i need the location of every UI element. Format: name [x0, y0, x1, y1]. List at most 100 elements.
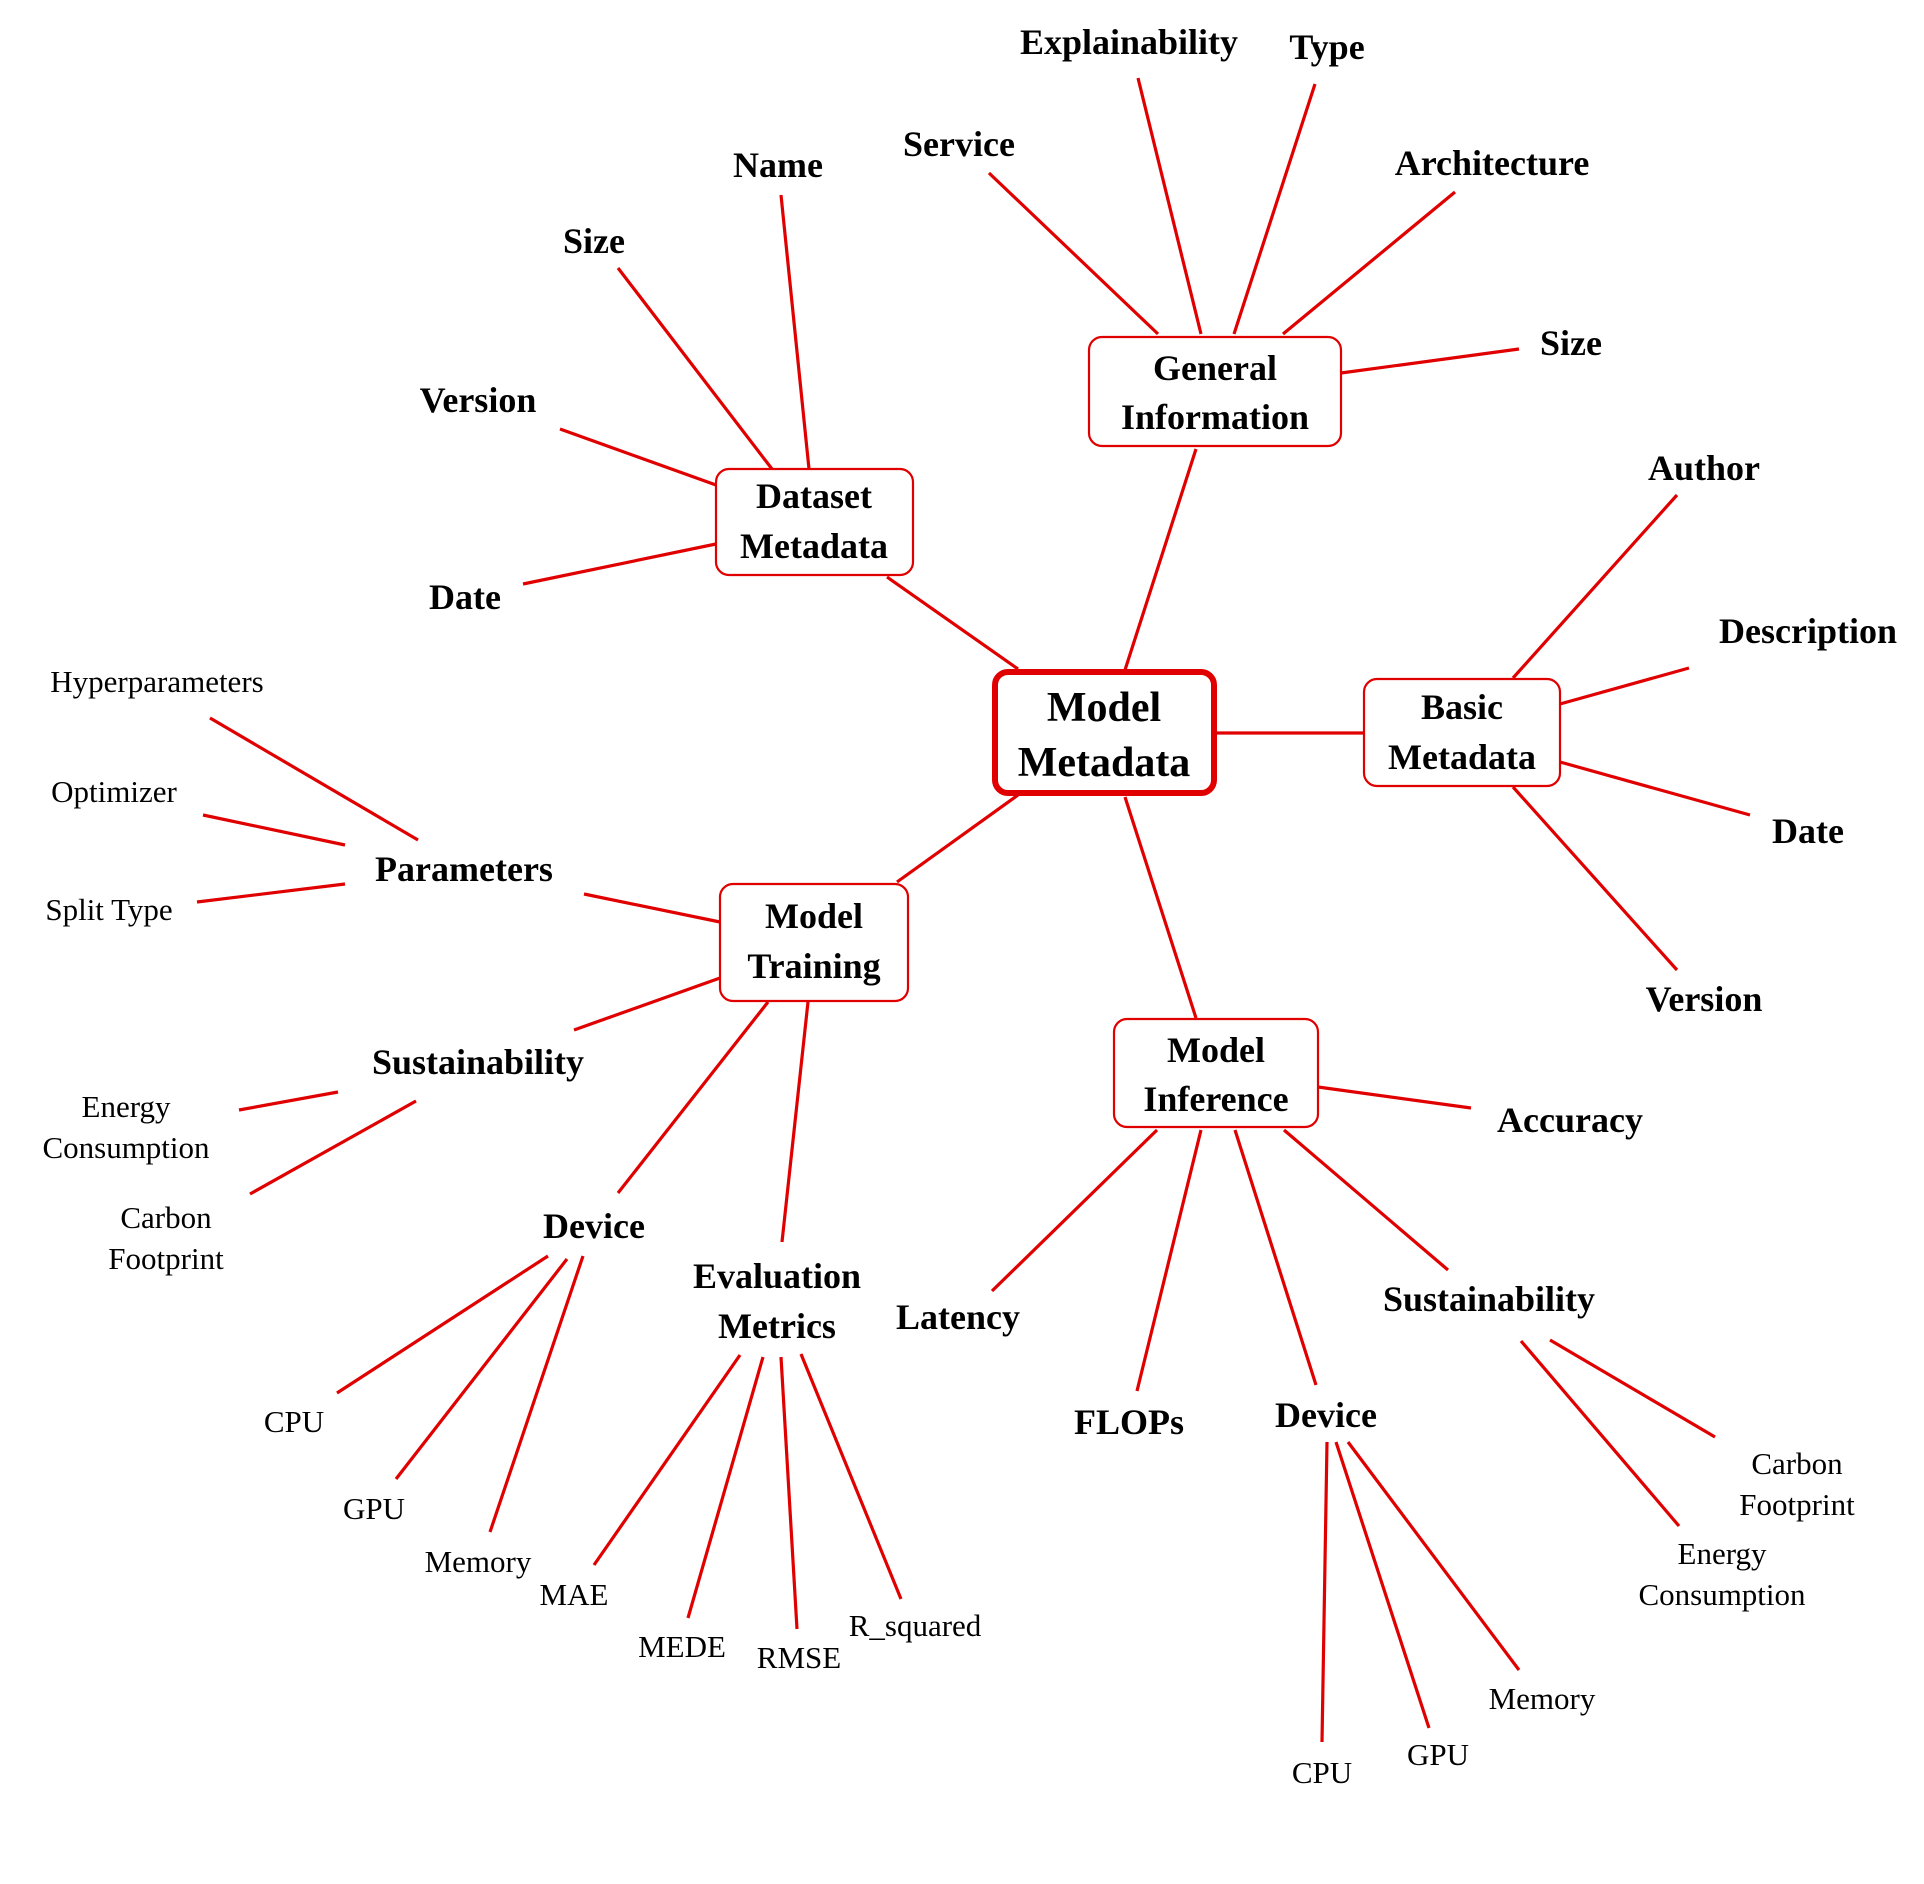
inference-leaf-accuracy: Accuracy — [1497, 1100, 1643, 1140]
edge-root-inference — [1123, 796, 1198, 1019]
basic-metadata-box — [1362, 677, 1562, 788]
general-leaf-service: Service — [903, 124, 1015, 164]
general-information-label-line2: Information — [1121, 397, 1309, 437]
basic-metadata-node: Basic Metadata — [1362, 677, 1562, 788]
edge-general-architecture — [1281, 190, 1457, 336]
edge-inference-device-cpu — [1320, 1441, 1329, 1743]
training-sust-energy-line2: Consumption — [42, 1130, 210, 1165]
model-inference-label-line1: Model — [1167, 1030, 1265, 1070]
parameters-leaf-hyperparameters: Hyperparameters — [50, 664, 263, 699]
edge-training-evaluation — [780, 1001, 810, 1243]
training-device-leaf-gpu: GPU — [343, 1491, 405, 1526]
training-sust-energy-line1: Energy — [82, 1089, 171, 1124]
edge-root-dataset — [886, 575, 1019, 671]
general-leaf-type: Type — [1289, 27, 1364, 67]
edge-parameters-hyperparameters — [209, 716, 419, 842]
eval-leaf-rmse: RMSE — [757, 1640, 841, 1675]
edge-parameters-optimizer — [202, 813, 346, 847]
model-training-box — [718, 882, 910, 1003]
edge-basic-description — [1559, 666, 1690, 706]
root-box — [992, 669, 1217, 796]
edge-training-sust-carbon — [249, 1099, 417, 1196]
edge-general-type — [1232, 83, 1317, 335]
edge-general-size — [1340, 347, 1520, 375]
edge-inference-latency — [990, 1128, 1159, 1293]
basic-metadata-label-line2: Metadata — [1388, 737, 1536, 777]
edge-eval-mae — [592, 1354, 742, 1566]
training-device-label: Device — [543, 1206, 645, 1246]
model-inference-label-line2: Inference — [1143, 1079, 1288, 1119]
edge-training-device-memory — [488, 1255, 585, 1533]
inference-sust-energy-line2: Consumption — [1638, 1577, 1806, 1612]
dataset-metadata-label-line1: Dataset — [756, 476, 872, 516]
inference-device-leaf-gpu: GPU — [1407, 1737, 1469, 1772]
dataset-metadata-node: Dataset Metadata — [714, 467, 915, 577]
edge-dataset-version — [559, 427, 717, 487]
inference-device-leaf-cpu: CPU — [1292, 1755, 1352, 1790]
model-inference-box — [1112, 1017, 1320, 1129]
edge-inference-device-memory — [1346, 1441, 1521, 1671]
inference-sustainability-label: Sustainability — [1383, 1279, 1595, 1319]
dataset-metadata-box — [714, 467, 915, 577]
inference-device-label: Device — [1275, 1395, 1377, 1435]
edge-inference-accuracy — [1317, 1085, 1472, 1110]
edge-training-device — [616, 1001, 770, 1194]
edge-eval-mede — [686, 1356, 765, 1619]
root-label-line1: Model — [1047, 685, 1161, 731]
edge-eval-rmse — [779, 1356, 799, 1630]
edge-training-sustainability — [573, 976, 721, 1032]
dataset-leaf-version: Version — [420, 380, 537, 420]
edge-basic-date — [1559, 760, 1751, 817]
edge-training-device-gpu — [394, 1258, 569, 1480]
dataset-leaf-size: Size — [563, 221, 625, 261]
model-training-node: Model Training — [718, 882, 910, 1003]
edge-training-sust-energy — [238, 1090, 339, 1112]
inference-sust-carbon-line1: Carbon — [1751, 1446, 1843, 1481]
eval-leaf-r-squared: R_squared — [849, 1608, 982, 1643]
root-node: Model Metadata — [992, 669, 1217, 796]
edge-basic-author — [1511, 493, 1679, 680]
general-leaf-architecture: Architecture — [1395, 143, 1590, 183]
dataset-metadata-label-line2: Metadata — [740, 526, 888, 566]
edge-eval-r-squared — [799, 1353, 903, 1600]
edge-root-training — [896, 793, 1019, 884]
training-device-leaf-cpu: CPU — [264, 1404, 324, 1439]
edge-basic-version — [1511, 785, 1679, 972]
edge-inference-sust-energy — [1519, 1339, 1681, 1528]
basic-leaf-date: Date — [1772, 811, 1844, 851]
model-training-label-line1: Model — [765, 896, 863, 936]
edge-training-parameters — [583, 892, 721, 924]
edge-parameters-split-type — [196, 882, 346, 904]
evaluation-metrics-label-line1: Evaluation — [693, 1256, 861, 1296]
general-leaf-explainability: Explainability — [1020, 22, 1238, 62]
basic-metadata-label-line1: Basic — [1421, 687, 1503, 727]
edge-general-explainability — [1136, 77, 1203, 335]
model-inference-node: Model Inference — [1112, 1017, 1320, 1129]
edge-dataset-size — [616, 267, 774, 470]
edge-inference-sust-carbon — [1549, 1338, 1716, 1439]
edge-training-device-cpu — [336, 1254, 549, 1395]
edge-dataset-name — [779, 194, 811, 470]
edge-root-general — [1123, 448, 1198, 671]
inference-leaf-flops: FLOPs — [1074, 1402, 1184, 1442]
eval-leaf-mede: MEDE — [638, 1629, 726, 1664]
training-sustainability-label: Sustainability — [372, 1042, 584, 1082]
parameters-leaf-split-type: Split Type — [45, 892, 172, 927]
training-sust-carbon-line2: Footprint — [108, 1241, 224, 1276]
inference-sust-energy-line1: Energy — [1678, 1536, 1767, 1571]
inference-leaf-latency: Latency — [896, 1297, 1020, 1337]
training-parameters-label: Parameters — [375, 849, 553, 889]
inference-device-leaf-memory: Memory — [1489, 1681, 1596, 1716]
edge-dataset-date — [522, 542, 717, 586]
edges — [196, 77, 1751, 1743]
edge-inference-sustainability — [1282, 1128, 1450, 1272]
basic-leaf-author: Author — [1648, 448, 1760, 488]
edge-general-service — [987, 171, 1160, 336]
training-device-leaf-memory: Memory — [425, 1544, 532, 1579]
training-sust-carbon-line1: Carbon — [120, 1200, 212, 1235]
edge-inference-device — [1233, 1129, 1318, 1386]
edge-inference-device-gpu — [1334, 1441, 1431, 1729]
dataset-leaf-date: Date — [429, 577, 501, 617]
edge-inference-flops — [1135, 1129, 1203, 1392]
root-label-line2: Metadata — [1018, 740, 1191, 786]
